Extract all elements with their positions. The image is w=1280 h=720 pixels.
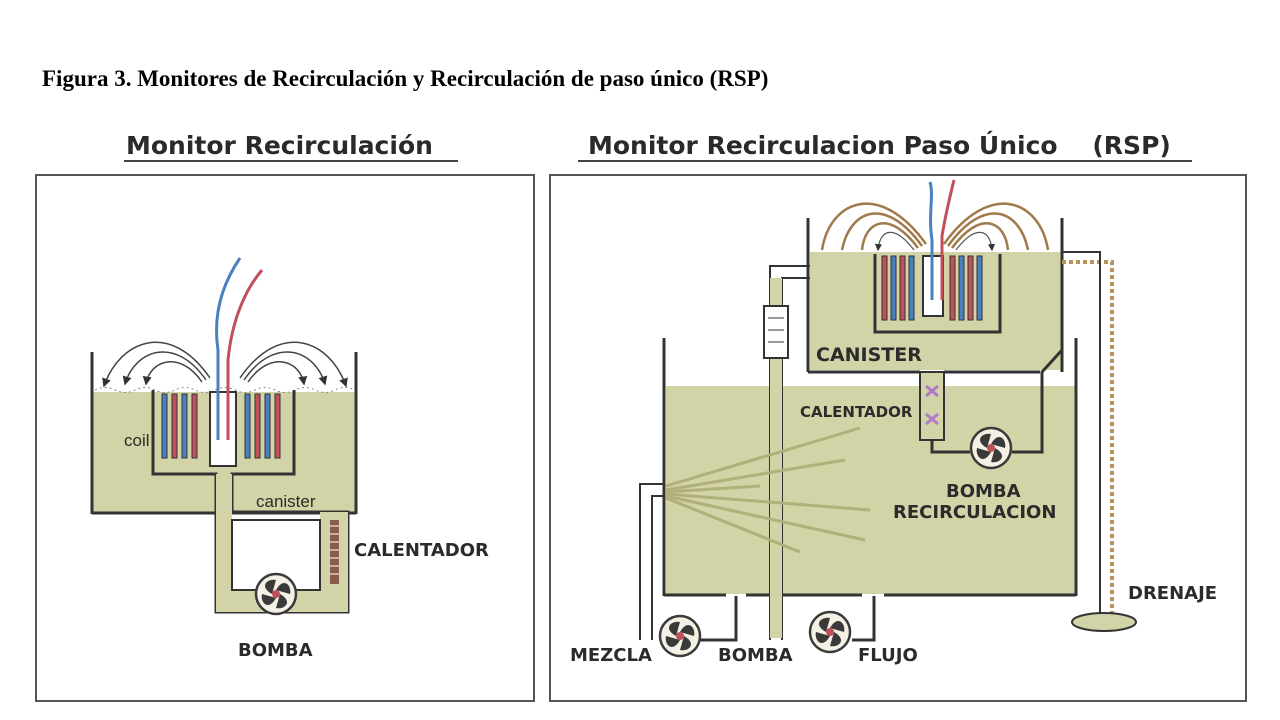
left-panel-title: Monitor Recirculación: [126, 131, 433, 160]
flow-meter: [763, 305, 789, 359]
left-heater-element: [330, 520, 339, 584]
label-recirc-pump-line1: BOMBA: [946, 481, 1021, 502]
left-hot-line: [226, 269, 264, 440]
right-cold-line: [928, 181, 934, 300]
right-panel-title: Monitor Recirculacion Paso Único (RSP): [588, 131, 1171, 160]
right-heater: [919, 371, 945, 441]
left-panel: coil canister CALENTADOR BOMBA: [35, 174, 535, 702]
right-spray-arcs: [820, 202, 1050, 251]
left-title-underline: [124, 160, 458, 162]
label-coil: coil: [124, 431, 150, 450]
label-left-pump: BOMBA: [238, 640, 313, 661]
right-jets: [665, 426, 871, 554]
label-flow: FLUJO: [858, 645, 918, 666]
left-cold-line: [215, 257, 242, 440]
mix-pump-icon: [658, 614, 702, 658]
right-title-underline: [578, 160, 1192, 162]
label-right-heater: CALENTADOR: [800, 403, 913, 421]
label-left-heater: CALENTADOR: [354, 540, 489, 561]
label-canister: canister: [256, 492, 316, 511]
right-coil: [881, 255, 983, 321]
left-spray-arcs: [102, 341, 348, 388]
right-hot-line: [940, 179, 956, 300]
left-pump-icon: [254, 572, 298, 616]
figure-caption: Figura 3. Monitores de Recirculación y R…: [42, 66, 769, 91]
label-right-canister: CANISTER: [816, 344, 922, 366]
label-drain: DRENAJE: [1128, 583, 1217, 604]
flow-pump-icon: [808, 610, 852, 654]
label-mix: MEZCLA: [570, 645, 652, 666]
label-right-pump: BOMBA: [718, 645, 793, 666]
recirc-pump-icon: [969, 426, 1013, 470]
right-panel: CANISTER CALENTADOR BOMBA RECIRCULACION …: [549, 174, 1247, 702]
left-coil: [161, 393, 281, 459]
right-drain: [1062, 251, 1137, 632]
right-mix-pipe: [639, 483, 664, 640]
label-recirc-pump-line2: RECIRCULACION: [893, 502, 1056, 523]
right-main-tank: [662, 338, 1078, 597]
